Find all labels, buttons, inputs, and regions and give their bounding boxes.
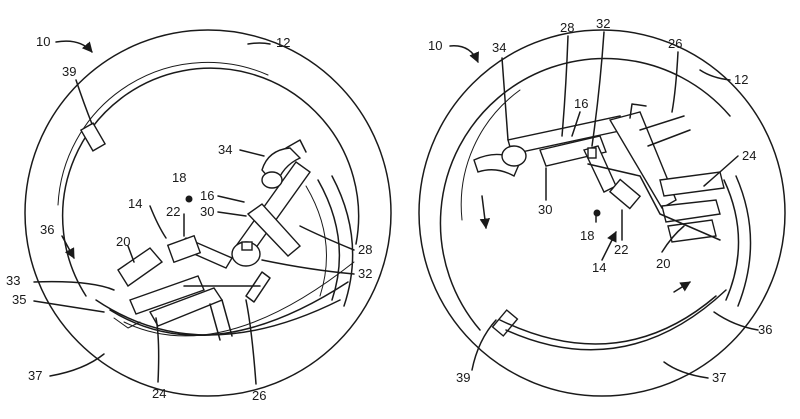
left-label-20: 20 <box>116 234 130 249</box>
right-outer-wall <box>419 30 785 396</box>
left-label-26: 26 <box>252 388 266 403</box>
left-slot-39 <box>81 123 105 151</box>
left-label-39: 39 <box>62 64 76 79</box>
right-side-rail-1 <box>724 180 739 300</box>
right-label-36: 36 <box>758 322 772 337</box>
right-label-14: 14 <box>592 260 606 275</box>
left-side-rail-3 <box>306 186 326 296</box>
left-label-35: 35 <box>12 292 26 307</box>
left-label-33: 33 <box>6 273 20 288</box>
left-label-16: 16 <box>200 188 214 203</box>
right-label-34: 34 <box>492 40 506 55</box>
left-label-28: 28 <box>358 242 372 257</box>
right-lower-rail-2 <box>506 290 726 350</box>
right-label-16: 16 <box>574 96 588 111</box>
right-label-26: 26 <box>668 36 682 51</box>
left-label-36: 36 <box>40 222 54 237</box>
left-label-12: 12 <box>276 35 290 50</box>
left-label-24: 24 <box>152 386 166 401</box>
right-label-10: 10 <box>428 38 442 53</box>
left-label-10: 10 <box>36 34 50 49</box>
left-label-18: 18 <box>172 170 186 185</box>
right-label-30: 30 <box>538 202 552 217</box>
right-label-22: 22 <box>614 242 628 257</box>
right-lower-rail-1 <box>500 296 716 344</box>
left-label-32: 32 <box>358 266 372 281</box>
right-label-37: 37 <box>712 370 726 385</box>
right-label-39: 39 <box>456 370 470 385</box>
right-figure: 10 34 28 32 26 12 16 24 30 18 22 14 20 3… <box>419 16 785 396</box>
left-leaders <box>34 41 354 384</box>
left-label-37: 37 <box>28 368 42 383</box>
right-label-12: 12 <box>734 72 748 87</box>
right-robot <box>474 104 724 242</box>
left-label-34: 34 <box>218 142 232 157</box>
right-label-24: 24 <box>742 148 756 163</box>
left-label-30: 30 <box>200 204 214 219</box>
left-label-22: 22 <box>166 204 180 219</box>
right-label-32: 32 <box>596 16 610 31</box>
left-figure: 10 12 39 34 18 16 30 14 22 36 20 28 32 3… <box>6 30 391 403</box>
right-label-28: 28 <box>560 20 574 35</box>
right-label-18: 18 <box>580 228 594 243</box>
right-center-point-18 <box>594 210 601 217</box>
left-label-14: 14 <box>128 196 142 211</box>
left-center-point-18 <box>186 196 193 203</box>
right-label-20: 20 <box>656 256 670 271</box>
